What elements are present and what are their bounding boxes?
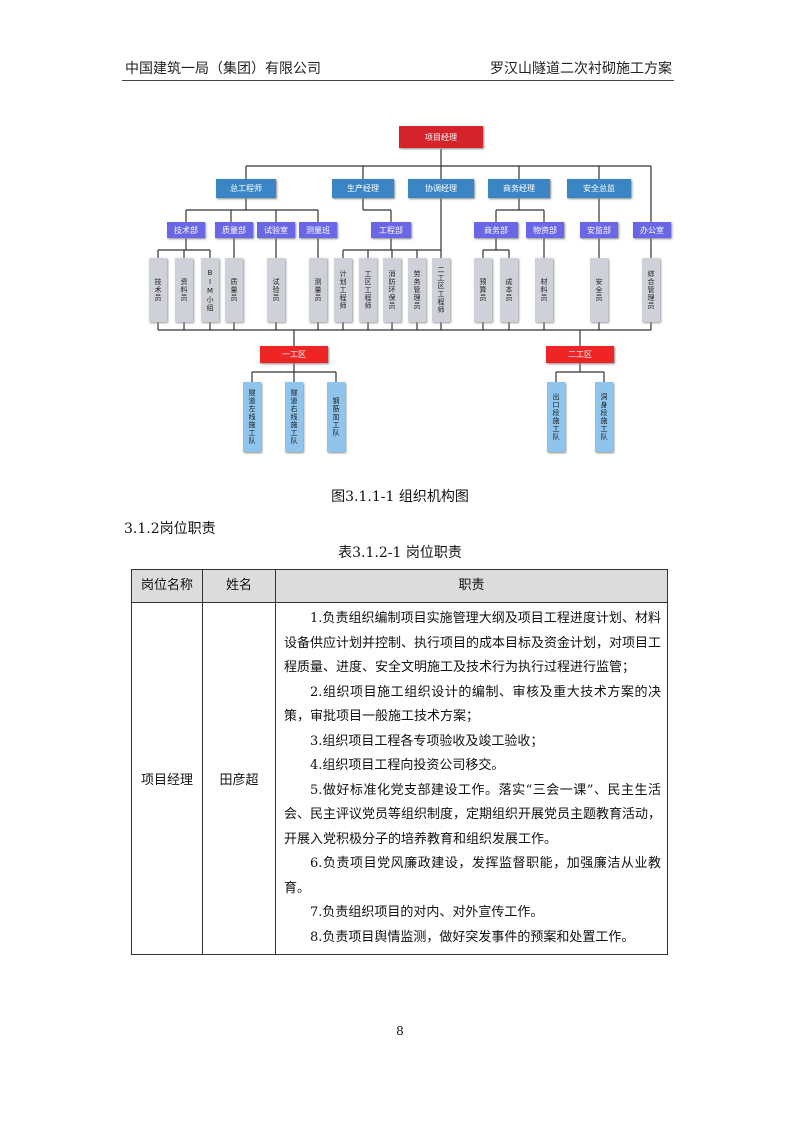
cell-duties: 1.负责组织编制项目实施管理大纲及项目工程进度计划、材料设备供应计划并控制、执行… bbox=[275, 602, 668, 955]
org-staff-material-officer: 材料员 bbox=[535, 258, 553, 322]
org-staff-area-engineer: 工区工程师 bbox=[359, 258, 377, 322]
org-team-rebar: 钢筋加工队 bbox=[327, 382, 345, 452]
org-staff-area2-engineer: 二工区工程师 bbox=[432, 258, 450, 322]
org-staff-technician: 技术员 bbox=[149, 258, 167, 322]
org-staff-tester: 试验员 bbox=[267, 258, 285, 322]
org-team-tunnel-body: 洞身段施工队 bbox=[595, 382, 613, 452]
org-staff-surveyor: 测量员 bbox=[309, 258, 327, 322]
cell-position: 项目经理 bbox=[131, 602, 203, 955]
org-staff-cost-officer: 成本员 bbox=[500, 258, 518, 322]
org-node-business-manager: 商务经理 bbox=[488, 179, 550, 198]
org-staff-document-clerk: 资料员 bbox=[175, 258, 193, 322]
duty-item: 2.组织项目施工组织设计的编制、审核及重大技术方案的决策，审批项目一般施工技术方… bbox=[284, 684, 661, 725]
section-heading: 3.1.2岗位职责 bbox=[124, 521, 216, 537]
org-node-commerce-dept: 商务部 bbox=[474, 222, 518, 238]
org-staff-budgeter: 预算员 bbox=[474, 258, 492, 322]
org-node-safety-dept: 安监部 bbox=[580, 222, 618, 238]
org-node-project-manager: 项目经理 bbox=[399, 126, 483, 148]
header-company: 中国建筑一局（集团）有限公司 bbox=[125, 61, 321, 77]
org-node-safety-director: 安全总监 bbox=[567, 179, 631, 198]
org-team-right-line: 隧道右线施工队 bbox=[285, 382, 303, 452]
org-node-engineering-dept: 工程部 bbox=[371, 222, 411, 238]
org-team-left-line: 隧道左线施工队 bbox=[243, 382, 261, 452]
cell-name: 田彦超 bbox=[202, 602, 276, 955]
org-node-tech-dept: 技术部 bbox=[167, 222, 205, 238]
org-node-work-area-1: 一工区 bbox=[260, 346, 328, 363]
duties-table: 岗位名称 姓名 职责 项目经理 田彦超 1.负责组织编制项目实施管理大纲及项目工… bbox=[131, 569, 668, 955]
org-node-production-manager: 生产经理 bbox=[332, 179, 394, 198]
header-position: 岗位名称 bbox=[131, 569, 203, 603]
org-staff-safety-officer: 安全员 bbox=[590, 258, 608, 322]
header-duties: 职责 bbox=[275, 569, 668, 603]
org-node-quality-dept: 质量部 bbox=[215, 222, 253, 238]
org-staff-labor-manager: 劳务管理员 bbox=[408, 258, 426, 322]
table-row: 项目经理 田彦超 1.负责组织编制项目实施管理大纲及项目工程进度计划、材料设备供… bbox=[131, 602, 668, 955]
org-chart: 项目经理 总工程师 生产经理 协调经理 商务经理 安全总监 技术部 质量部 试验… bbox=[0, 0, 800, 480]
header-rule bbox=[122, 80, 674, 81]
org-node-materials-dept: 物资部 bbox=[526, 222, 564, 238]
org-node-survey-team: 测量班 bbox=[299, 222, 337, 238]
org-connectors bbox=[157, 149, 652, 382]
figure-caption: 图3.1.1-1 组织机构图 bbox=[331, 489, 469, 505]
org-team-exit-section: 出口段施工队 bbox=[547, 382, 565, 452]
duty-item: 1.负责组织编制项目实施管理大纲及项目工程进度计划、材料设备供应计划并控制、执行… bbox=[284, 611, 662, 675]
org-staff-bim-group: BIM小组 bbox=[201, 258, 219, 322]
org-staff-planning-engineer: 计划工程师 bbox=[334, 258, 352, 322]
table-header-row: 岗位名称 姓名 职责 bbox=[131, 569, 668, 603]
org-node-chief-engineer: 总工程师 bbox=[216, 179, 276, 198]
duty-item: 5.做好标准化党支部建设工作。落实“三会一课”、民主生活会、民主评议党员等组织制… bbox=[284, 782, 662, 847]
duty-item: 7.负责组织项目的对内、对外宣传工作。 bbox=[310, 905, 544, 920]
org-node-test-lab: 试验室 bbox=[257, 222, 295, 238]
org-node-work-area-2: 二工区 bbox=[546, 346, 614, 363]
page-number: 8 bbox=[396, 1024, 404, 1038]
org-staff-admin-officer: 综合管理员 bbox=[642, 258, 660, 322]
table-title: 表3.1.2-1 岗位职责 bbox=[338, 545, 462, 561]
org-node-coordination-manager: 协调经理 bbox=[408, 179, 474, 198]
duty-item: 8.负责项目舆情监测，做好突发事件的预案和处置工作。 bbox=[310, 929, 635, 945]
header-doc-title: 罗汉山隧道二次衬砌施工方案 bbox=[490, 61, 672, 77]
duty-item: 4.组织项目工程向投资公司移交。 bbox=[310, 758, 505, 773]
org-node-office: 办公室 bbox=[633, 222, 671, 238]
duty-item: 6.负责项目党风廉政建设，发挥监督职能，加强廉洁从业教育。 bbox=[284, 856, 661, 896]
org-staff-quality-inspector: 质量员 bbox=[225, 258, 243, 322]
header-name: 姓名 bbox=[202, 569, 276, 603]
org-staff-fire-env-officer: 消防环保员 bbox=[383, 258, 401, 322]
duty-item: 3.组织项目工程各专项验收及竣工验收； bbox=[310, 733, 544, 749]
